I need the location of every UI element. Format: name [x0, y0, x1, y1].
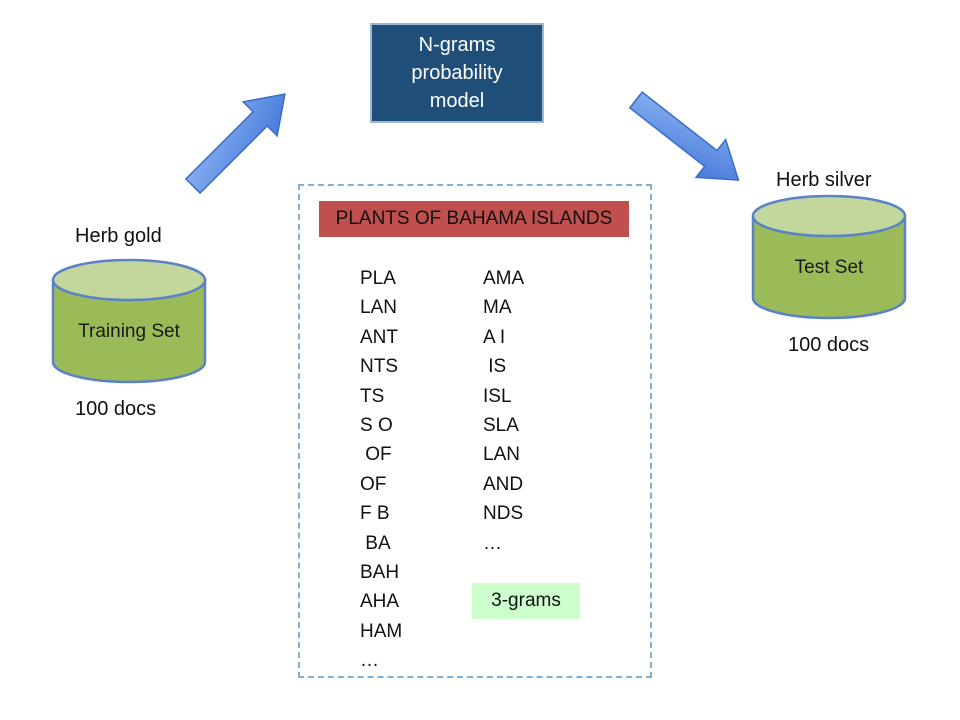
- ngram-item: …: [360, 650, 379, 672]
- ngram-item: IS: [483, 356, 507, 378]
- test-header: Herb silver: [776, 169, 872, 191]
- ngram-item: HAM: [360, 620, 403, 642]
- ngram-column-1: PLA LAN ANT NTS TS S O OF OF F B BA BAH AHA HAM …: [360, 264, 402, 676]
- arrow-up-right-icon: [184, 93, 286, 195]
- ngram-item: LAN: [483, 444, 520, 466]
- training-set-cylinder: Training Set: [51, 258, 207, 384]
- training-header: Herb gold: [75, 225, 162, 247]
- ngram-item: OF: [360, 473, 387, 495]
- training-docs: 100 docs: [75, 398, 157, 420]
- ngram-item: MA: [483, 297, 512, 319]
- ngram-item: NDS: [483, 503, 524, 525]
- ngram-example-region: [298, 184, 652, 678]
- ngram-item: OF: [360, 444, 392, 466]
- ngram-item: TS: [360, 385, 385, 407]
- training-set-label: Training Set: [78, 321, 180, 342]
- ngram-item: NTS: [360, 356, 398, 378]
- ngram-item: F B: [360, 503, 390, 525]
- test-set-label: Test Set: [795, 257, 864, 278]
- test-docs: 100 docs: [788, 334, 870, 356]
- example-title: PLANTS OF BAHAMA ISLANDS: [319, 201, 629, 237]
- ngram-item: BAH: [360, 562, 400, 584]
- ngram-column-2: AMA MA A I IS ISL SLA LAN AND NDS …: [483, 264, 524, 558]
- arrow-down-right-icon: [628, 91, 740, 181]
- test-set-cylinder: Test Set: [751, 194, 907, 320]
- ngram-model-box: N-grams probability model: [370, 23, 544, 123]
- three-grams-label: 3-grams: [472, 583, 580, 619]
- ngram-item: SLA: [483, 415, 519, 437]
- ngram-item: S O: [360, 415, 393, 437]
- ngram-item: BA: [360, 532, 391, 554]
- ngram-item: LAN: [360, 297, 397, 319]
- ngram-item: ANT: [360, 326, 398, 348]
- ngram-item: ISL: [483, 385, 512, 407]
- ngram-item: …: [483, 532, 502, 554]
- ngram-item: A I: [483, 326, 506, 348]
- ngram-item: AND: [483, 473, 524, 495]
- ngram-item: PLA: [360, 268, 396, 289]
- ngram-item: AHA: [360, 591, 400, 613]
- ngram-item: AMA: [483, 268, 525, 289]
